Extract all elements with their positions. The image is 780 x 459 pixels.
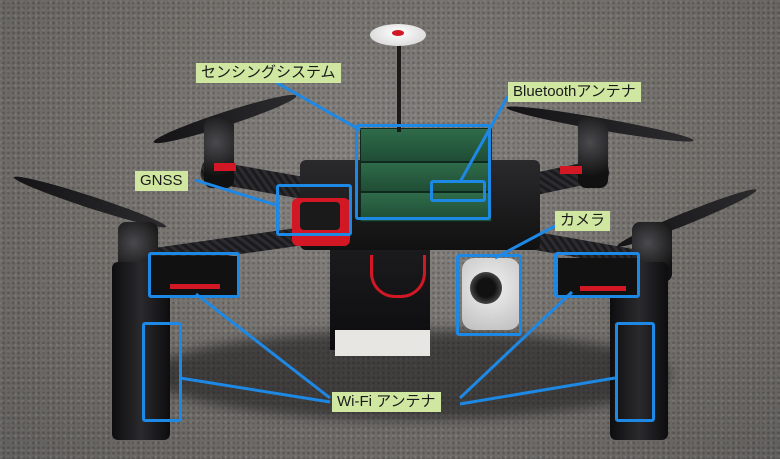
camera-box xyxy=(456,254,522,336)
label-wifi-antenna: Wi-Fi アンテナ xyxy=(332,392,441,412)
motor-led-left xyxy=(214,163,236,171)
callout-line-camera xyxy=(494,224,556,260)
gnss-box xyxy=(276,184,352,236)
sensing-board-top xyxy=(360,128,492,162)
gnss-puck-center xyxy=(392,30,404,36)
camera-lens xyxy=(470,272,502,304)
wifi-antenna-left-board xyxy=(150,256,238,296)
sensing-system-box xyxy=(355,124,491,220)
label-sensing-system: センシングシステム xyxy=(196,63,341,83)
callout-line-wifi-3 xyxy=(458,290,574,400)
label-gnss: GNSS xyxy=(135,171,188,191)
label-camera: カメラ xyxy=(555,211,611,231)
gnss-mast xyxy=(397,42,401,132)
callout-line-gnss xyxy=(194,178,277,207)
wifi-antenna-box-right-upper xyxy=(554,252,640,298)
wifi-antenna-right-strip xyxy=(580,286,626,291)
callout-line-wifi-2 xyxy=(179,376,331,404)
battery-label xyxy=(335,330,430,356)
wifi-antenna-box-left-lower xyxy=(142,322,182,422)
motor-top-left xyxy=(204,118,234,188)
bluetooth-antenna-box xyxy=(430,180,486,202)
callout-line-wifi-4 xyxy=(459,376,616,406)
callout-line-bluetooth xyxy=(458,95,510,183)
gnss-module-cover xyxy=(300,202,340,230)
red-cable xyxy=(370,255,426,298)
motor-top-right xyxy=(578,118,608,188)
motor-led-right xyxy=(560,166,582,174)
wifi-antenna-left-strip xyxy=(170,284,220,289)
wifi-antenna-box-right-lower xyxy=(615,322,655,422)
callout-line-wifi-1 xyxy=(195,292,331,400)
callout-line-sensing xyxy=(271,78,361,132)
label-bluetooth-antenna: Bluetoothアンテナ xyxy=(508,82,641,102)
wifi-antenna-box-left-upper xyxy=(148,252,240,298)
